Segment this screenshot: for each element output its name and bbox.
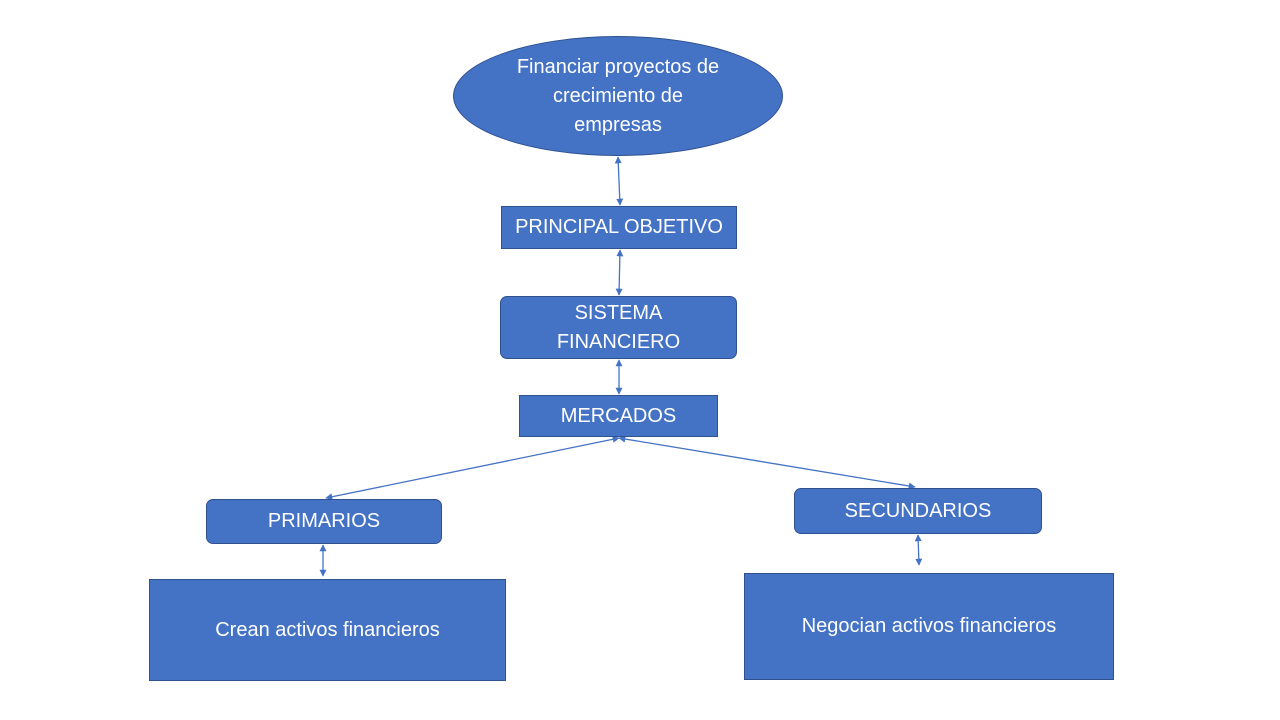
trade-assets-box: Negocian activos financieros [744,573,1114,680]
trade-label: Negocian activos financieros [801,615,1057,637]
secondary-markets-box: SECUNDARIOS [794,488,1042,534]
connector-objective-system [615,249,624,296]
create-assets-box: Crean activos financieros [149,579,506,681]
markets-label: MERCADOS [560,404,677,427]
system-box: SISTEMA FINANCIERO [500,296,737,359]
connector-markets-primary [325,435,620,501]
primary-markets-box: PRIMARIOS [206,499,442,544]
create-label: Crean activos financieros [215,618,440,641]
system-label: SISTEMA FINANCIERO [556,301,681,353]
objective-box: PRINCIPAL OBJETIVO [501,206,737,249]
goal-ellipse: Financiar proyectos de crecimiento de em… [453,36,783,156]
connector-secondary-trade [914,534,923,566]
secondary-label: SECUNDARIOS [844,499,992,522]
connector-goal-objective [614,156,624,206]
markets-box: MERCADOS [519,395,718,437]
connector-markets-secondary [618,435,916,490]
goal-label: Financiar proyectos de crecimiento de em… [516,55,720,136]
objective-label: PRINCIPAL OBJETIVO [515,216,723,238]
primary-label: PRIMARIOS [267,510,381,532]
